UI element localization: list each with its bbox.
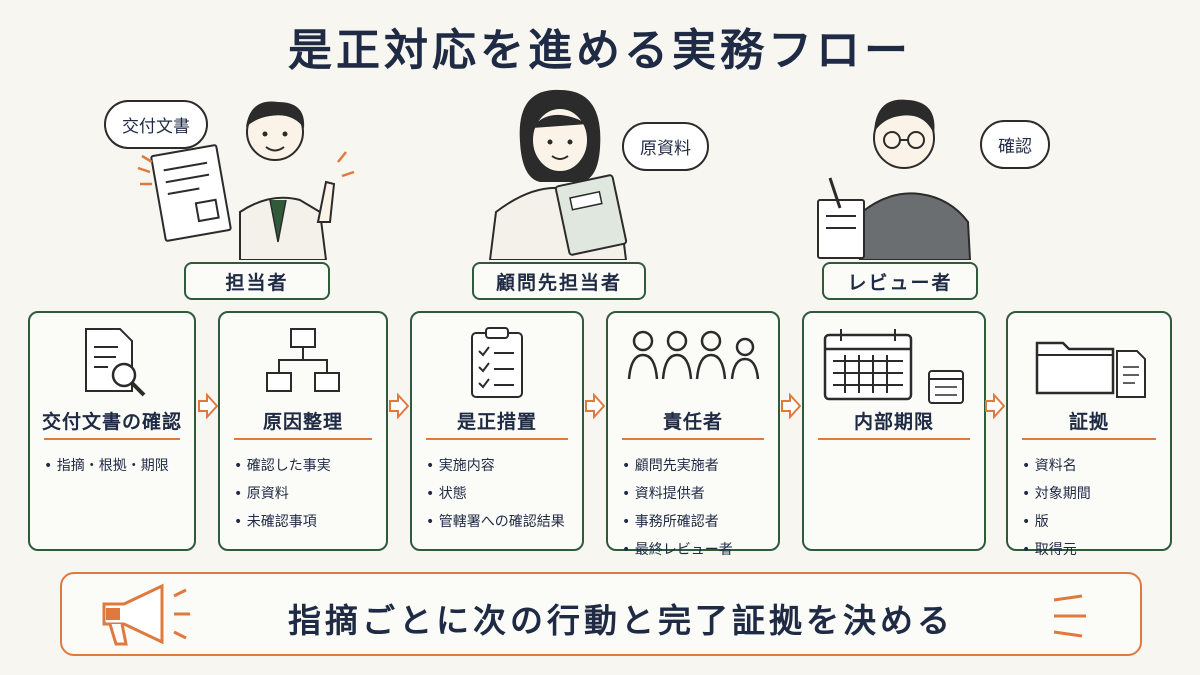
document-search-icon bbox=[85, 328, 146, 397]
megaphone-icon bbox=[102, 583, 190, 646]
step-items: 実施内容 状態 管轄署への確認結果 bbox=[426, 455, 565, 539]
divider bbox=[622, 438, 764, 440]
list-item: 対象期間 bbox=[1022, 483, 1091, 503]
list-item: 状態 bbox=[426, 483, 565, 503]
list-item: 顧問先実施者 bbox=[622, 455, 733, 475]
emphasis-lines-icon bbox=[1053, 594, 1086, 638]
divider bbox=[818, 438, 970, 440]
flow-arrow-icon bbox=[585, 393, 605, 419]
flow-arrow-icon bbox=[198, 393, 218, 419]
list-item: 未確認事項 bbox=[234, 511, 331, 531]
summary-banner: 指摘ごとに次の行動と完了証拠を決める bbox=[60, 572, 1142, 656]
step-card-responsible-persons: 責任者 顧問先実施者 資料提供者 事務所確認者 最終レビュー者 bbox=[606, 311, 780, 558]
flow-arrow-icon bbox=[389, 393, 409, 419]
list-item: 管轄署への確認結果 bbox=[426, 511, 565, 531]
list-item: 指摘・根拠・期限 bbox=[44, 455, 169, 475]
step-card-evidence: 証拠 資料名 対象期間 版 取得元 bbox=[1006, 311, 1172, 558]
banner-text: 指摘ごとに次の行動と完了証拠を決める bbox=[288, 601, 954, 640]
list-item: 版 bbox=[1022, 511, 1091, 531]
step-card-internal-deadline: 内部期限 bbox=[802, 311, 986, 551]
flow-arrow-icon bbox=[985, 393, 1005, 419]
client-staff-illustration bbox=[488, 89, 628, 260]
speech-bubble-check: 確認 bbox=[980, 120, 1050, 169]
folder-document-icon bbox=[1035, 341, 1146, 398]
step-card-cause-analysis: 原因整理 確認した事実 原資料 未確認事項 bbox=[218, 311, 388, 551]
calendar-icon bbox=[823, 329, 964, 404]
step-title: 責任者 bbox=[662, 411, 723, 433]
role-label-staff: 担当者 bbox=[184, 262, 330, 300]
page-title: 是正対応を進める実務フロー bbox=[288, 25, 912, 76]
step-title: 交付文書の確認 bbox=[41, 411, 182, 433]
speech-bubble-documents: 交付文書 bbox=[104, 100, 208, 149]
flowchart-icon bbox=[266, 328, 340, 392]
role-label-client-staff: 顧問先担当者 bbox=[472, 262, 646, 300]
list-item: 資料提供者 bbox=[622, 483, 733, 503]
speech-bubble-source-materials: 原資料 bbox=[622, 122, 709, 171]
step-card-corrective-action: 是正措置 実施内容 状態 管轄署への確認結果 bbox=[410, 311, 584, 551]
people-icon bbox=[627, 330, 760, 380]
step-card-document-review: 交付文書の確認 指摘・根拠・期限 bbox=[28, 311, 196, 551]
step-items: 資料名 対象期間 版 取得元 bbox=[1022, 455, 1091, 567]
list-item: 最終レビュー者 bbox=[622, 539, 733, 559]
list-item: 取得元 bbox=[1022, 539, 1091, 559]
list-item: 確認した事実 bbox=[234, 455, 331, 475]
step-title: 原因整理 bbox=[262, 411, 343, 433]
list-item: 原資料 bbox=[234, 483, 331, 503]
checklist-icon bbox=[471, 327, 523, 398]
step-items: 指摘・根拠・期限 bbox=[44, 455, 169, 483]
reviewer-illustration bbox=[817, 99, 972, 260]
staff-illustration bbox=[137, 101, 355, 260]
divider bbox=[44, 438, 180, 440]
flow-arrow-icon bbox=[781, 393, 801, 419]
step-title: 是正措置 bbox=[456, 411, 537, 433]
divider bbox=[1022, 438, 1156, 440]
step-items: 顧問先実施者 資料提供者 事務所確認者 最終レビュー者 bbox=[622, 455, 733, 567]
step-title: 内部期限 bbox=[853, 411, 934, 433]
divider bbox=[234, 438, 372, 440]
role-label-reviewer: レビュー者 bbox=[822, 262, 978, 300]
step-title: 証拠 bbox=[1068, 411, 1109, 433]
list-item: 資料名 bbox=[1022, 455, 1091, 475]
list-item: 実施内容 bbox=[426, 455, 565, 475]
list-item: 事務所確認者 bbox=[622, 511, 733, 531]
divider bbox=[426, 438, 568, 440]
step-items: 確認した事実 原資料 未確認事項 bbox=[234, 455, 331, 539]
